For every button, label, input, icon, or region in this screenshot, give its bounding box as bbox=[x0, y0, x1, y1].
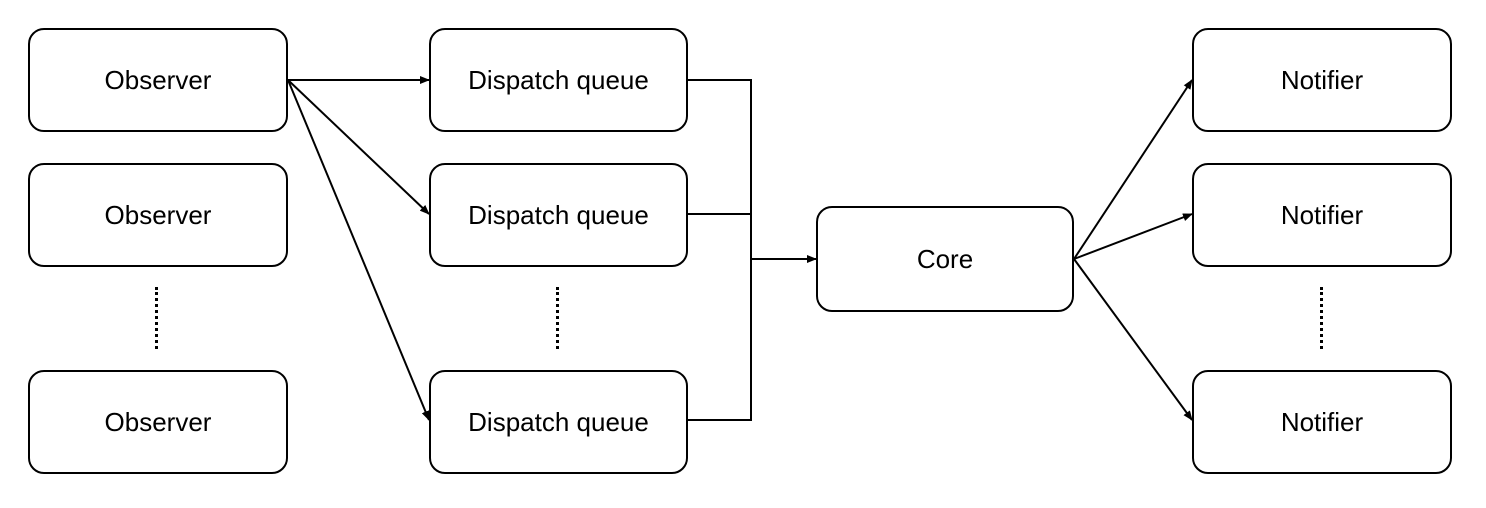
dispatch-queue-label: Dispatch queue bbox=[468, 406, 649, 437]
arrow-observer-to-queue-3 bbox=[287, 79, 430, 421]
arrow-observer-to-queue-2 bbox=[287, 79, 430, 215]
observer-box-3: Observer bbox=[28, 370, 288, 474]
notifier-label: Notifier bbox=[1280, 406, 1364, 437]
observer-label: Observer bbox=[104, 199, 212, 230]
observer-box-2: Observer bbox=[28, 163, 288, 267]
observer-label: Observer bbox=[104, 406, 212, 437]
core-box: Core bbox=[816, 206, 1074, 312]
notifier-label: Notifier bbox=[1280, 199, 1364, 230]
notifier-box-2: Notifier bbox=[1192, 163, 1452, 267]
notifier-box-1: Notifier bbox=[1192, 28, 1452, 132]
notifier-box-3: Notifier bbox=[1192, 370, 1452, 474]
dispatch-queue-box-3: Dispatch queue bbox=[429, 370, 688, 474]
observer-box-1: Observer bbox=[28, 28, 288, 132]
arrow-core-to-notifier-1 bbox=[1073, 79, 1193, 260]
observer-ellipsis bbox=[155, 287, 158, 349]
arrow-core-to-notifier-3 bbox=[1073, 258, 1193, 421]
notifier-ellipsis bbox=[1320, 287, 1323, 349]
dispatch-queue-box-2: Dispatch queue bbox=[429, 163, 688, 267]
dispatch-queue-box-1: Dispatch queue bbox=[429, 28, 688, 132]
dispatch-queue-ellipsis bbox=[556, 287, 559, 349]
observer-label: Observer bbox=[104, 64, 212, 95]
core-label: Core bbox=[916, 243, 974, 274]
arrow-core-to-notifier-2 bbox=[1073, 213, 1193, 260]
notifier-label: Notifier bbox=[1280, 64, 1364, 95]
dispatch-queue-label: Dispatch queue bbox=[468, 199, 649, 230]
dispatch-queue-label: Dispatch queue bbox=[468, 64, 649, 95]
